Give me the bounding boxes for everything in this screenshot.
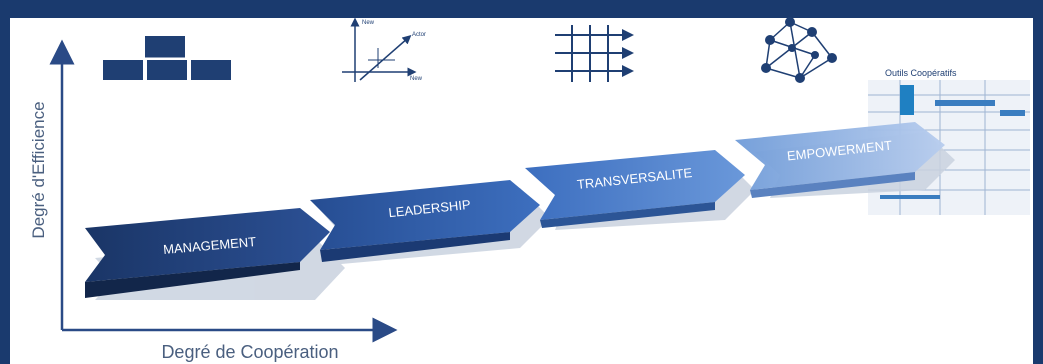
x-axis-label: Degré de Coopération — [161, 342, 338, 362]
axes-graph-label-3: New — [410, 76, 423, 82]
stage-arrow-transversalite-edge — [540, 202, 715, 228]
y-axis-label: Degré d'Efficience — [29, 101, 48, 238]
org-chart-icon — [103, 36, 231, 80]
stage-arrow-leadership — [310, 180, 540, 250]
stage-arrow-empowerment — [735, 122, 945, 190]
axes-graph-icon: New Actor New — [342, 17, 426, 82]
axes-graph-label-1: New — [362, 20, 375, 26]
axes-graph-label-2: Actor — [412, 32, 426, 38]
stage-arrow-management-edge — [85, 262, 300, 298]
stage-arrow-empowerment-edge — [750, 172, 915, 198]
stage-arrow-transversalite — [525, 150, 745, 220]
top-frame — [0, 0, 1043, 18]
stage-arrow-leadership-edge — [320, 232, 510, 262]
stage-arrow-management — [85, 208, 330, 282]
grid-arrows-icon — [555, 25, 634, 82]
tools-title: Outils Coopératifs — [885, 68, 957, 78]
network-icon — [761, 17, 837, 83]
